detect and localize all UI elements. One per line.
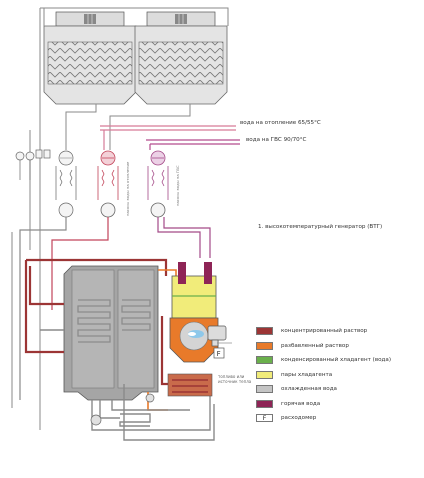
cooling-tower-left [43, 11, 137, 105]
hot-water-pipes [100, 125, 240, 150]
heating-water-label: вода на отопление 65/55°С [240, 120, 321, 126]
flowmeter-symbol-diagram: F [217, 350, 221, 358]
burner-unit [207, 325, 232, 347]
cooling-tower-right [134, 11, 228, 105]
cooling-inside-pipes [40, 329, 215, 441]
legend-label: разбавленный раствор [281, 342, 349, 349]
generator-vapor-chamber [171, 262, 217, 319]
dhw-pump-note: насосы воды на ГВС [175, 165, 180, 207]
legend: концентрированный раствор разбавленный р… [256, 324, 391, 426]
flowmeter-box: F [213, 347, 225, 359]
legend-label: концентрированный раствор [281, 328, 368, 335]
legend-item: охлажденная вода [256, 382, 391, 397]
legend-swatch [256, 370, 273, 379]
pump-group-heating [97, 150, 119, 218]
dhw-water-label: вода на ГВС 90/70°С [246, 137, 307, 143]
legend-swatch [256, 385, 273, 394]
valve-group-left [15, 149, 51, 180]
pump-group-dhw [147, 150, 169, 218]
legend-item: F расходомер [256, 411, 391, 426]
heating-pump-note: насосы воды на отопление [125, 161, 130, 216]
legend-swatch [256, 356, 273, 365]
legend-item: разбавленный раствор [256, 339, 391, 354]
heat-exchanger-coils [77, 299, 151, 343]
legend-flowmeter-swatch: F [256, 414, 273, 423]
fuel-inlet-label: топливо или источник тепла [218, 374, 252, 384]
legend-label: конденсированный хладагент (вода) [281, 357, 392, 364]
solution-pumps [90, 393, 155, 426]
legend-item: пары хладагента [256, 368, 391, 383]
pump-group-cooling [55, 150, 77, 218]
legend-label: горячая вода [281, 400, 321, 407]
legend-label: расходомер [281, 415, 317, 422]
legend-label: охлажденная вода [281, 386, 337, 393]
pump-to-chiller-pipes [19, 217, 211, 400]
generator-caption: 1. высокотемпературный генератор (ВТГ) [258, 224, 383, 230]
legend-label: пары хладагента [281, 371, 333, 378]
generator-burner-chamber [169, 317, 219, 363]
legend-item: горячая вода [256, 397, 391, 412]
legend-swatch [256, 399, 273, 408]
legend-swatch [256, 327, 273, 336]
legend-item: концентрированный раствор [256, 324, 391, 339]
legend-swatch [256, 341, 273, 350]
legend-item: конденсированный хладагент (вода) [256, 353, 391, 368]
solution-heat-exchanger [167, 373, 213, 397]
